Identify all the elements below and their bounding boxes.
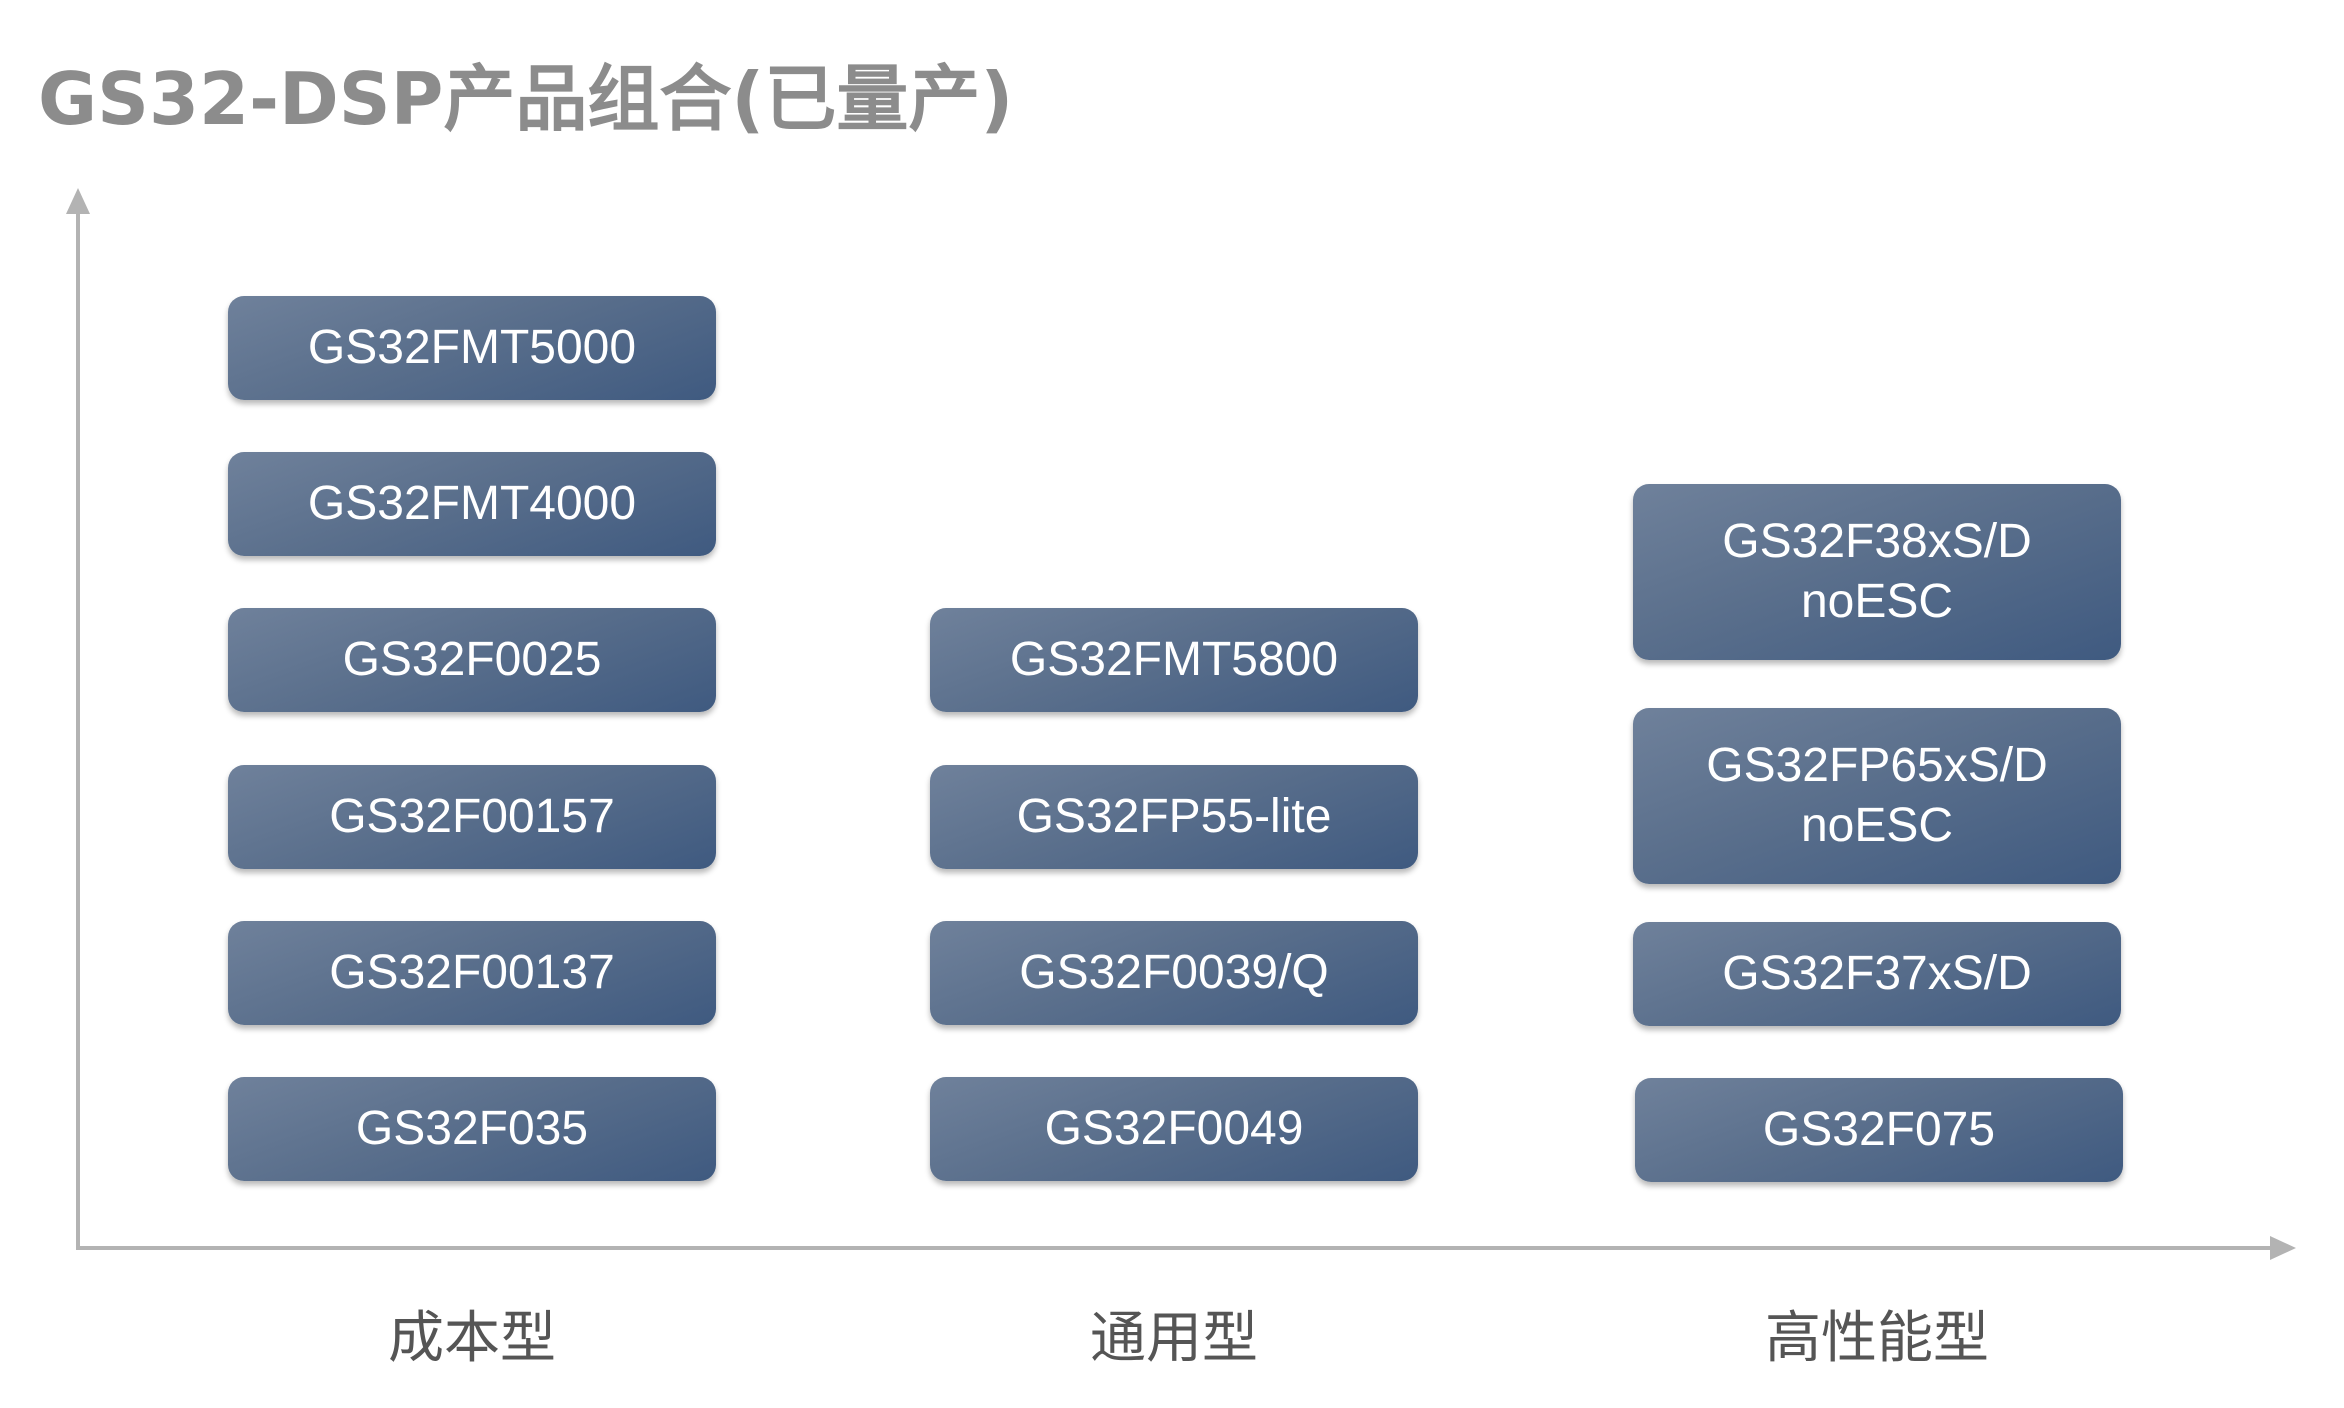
category-label-general: 通用型 — [1090, 1306, 1258, 1371]
product-box-gs32fmt5800: GS32FMT5800 — [930, 608, 1418, 712]
product-box-gs32f075: GS32F075 — [1635, 1078, 2123, 1182]
y-axis-arrow — [66, 188, 90, 214]
product-box-gs32fp65xsd-noesc: GS32FP65xS/D noESC — [1633, 708, 2121, 884]
category-label-cost: 成本型 — [388, 1306, 556, 1371]
product-box-gs32f035: GS32F035 — [228, 1077, 716, 1181]
product-box-gs32fmt5000: GS32FMT5000 — [228, 296, 716, 400]
product-box-gs32fp55-lite: GS32FP55-lite — [930, 765, 1418, 869]
product-box-gs32f0025: GS32F0025 — [228, 608, 716, 712]
page-title: GS32-DSP产品组合(已量产) — [38, 57, 1014, 141]
x-axis-arrow — [2270, 1236, 2296, 1260]
product-box-gs32f0049: GS32F0049 — [930, 1077, 1418, 1181]
product-box-gs32f37xsd: GS32F37xS/D — [1633, 922, 2121, 1026]
product-box-gs32f00157: GS32F00157 — [228, 765, 716, 869]
category-label-high-performance: 高性能型 — [1765, 1306, 1989, 1371]
product-box-gs32fmt4000: GS32FMT4000 — [228, 452, 716, 556]
product-box-gs32f00137: GS32F00137 — [228, 921, 716, 1025]
product-box-gs32f0039q: GS32F0039/Q — [930, 921, 1418, 1025]
product-box-gs32f38xsd-noesc: GS32F38xS/D noESC — [1633, 484, 2121, 660]
